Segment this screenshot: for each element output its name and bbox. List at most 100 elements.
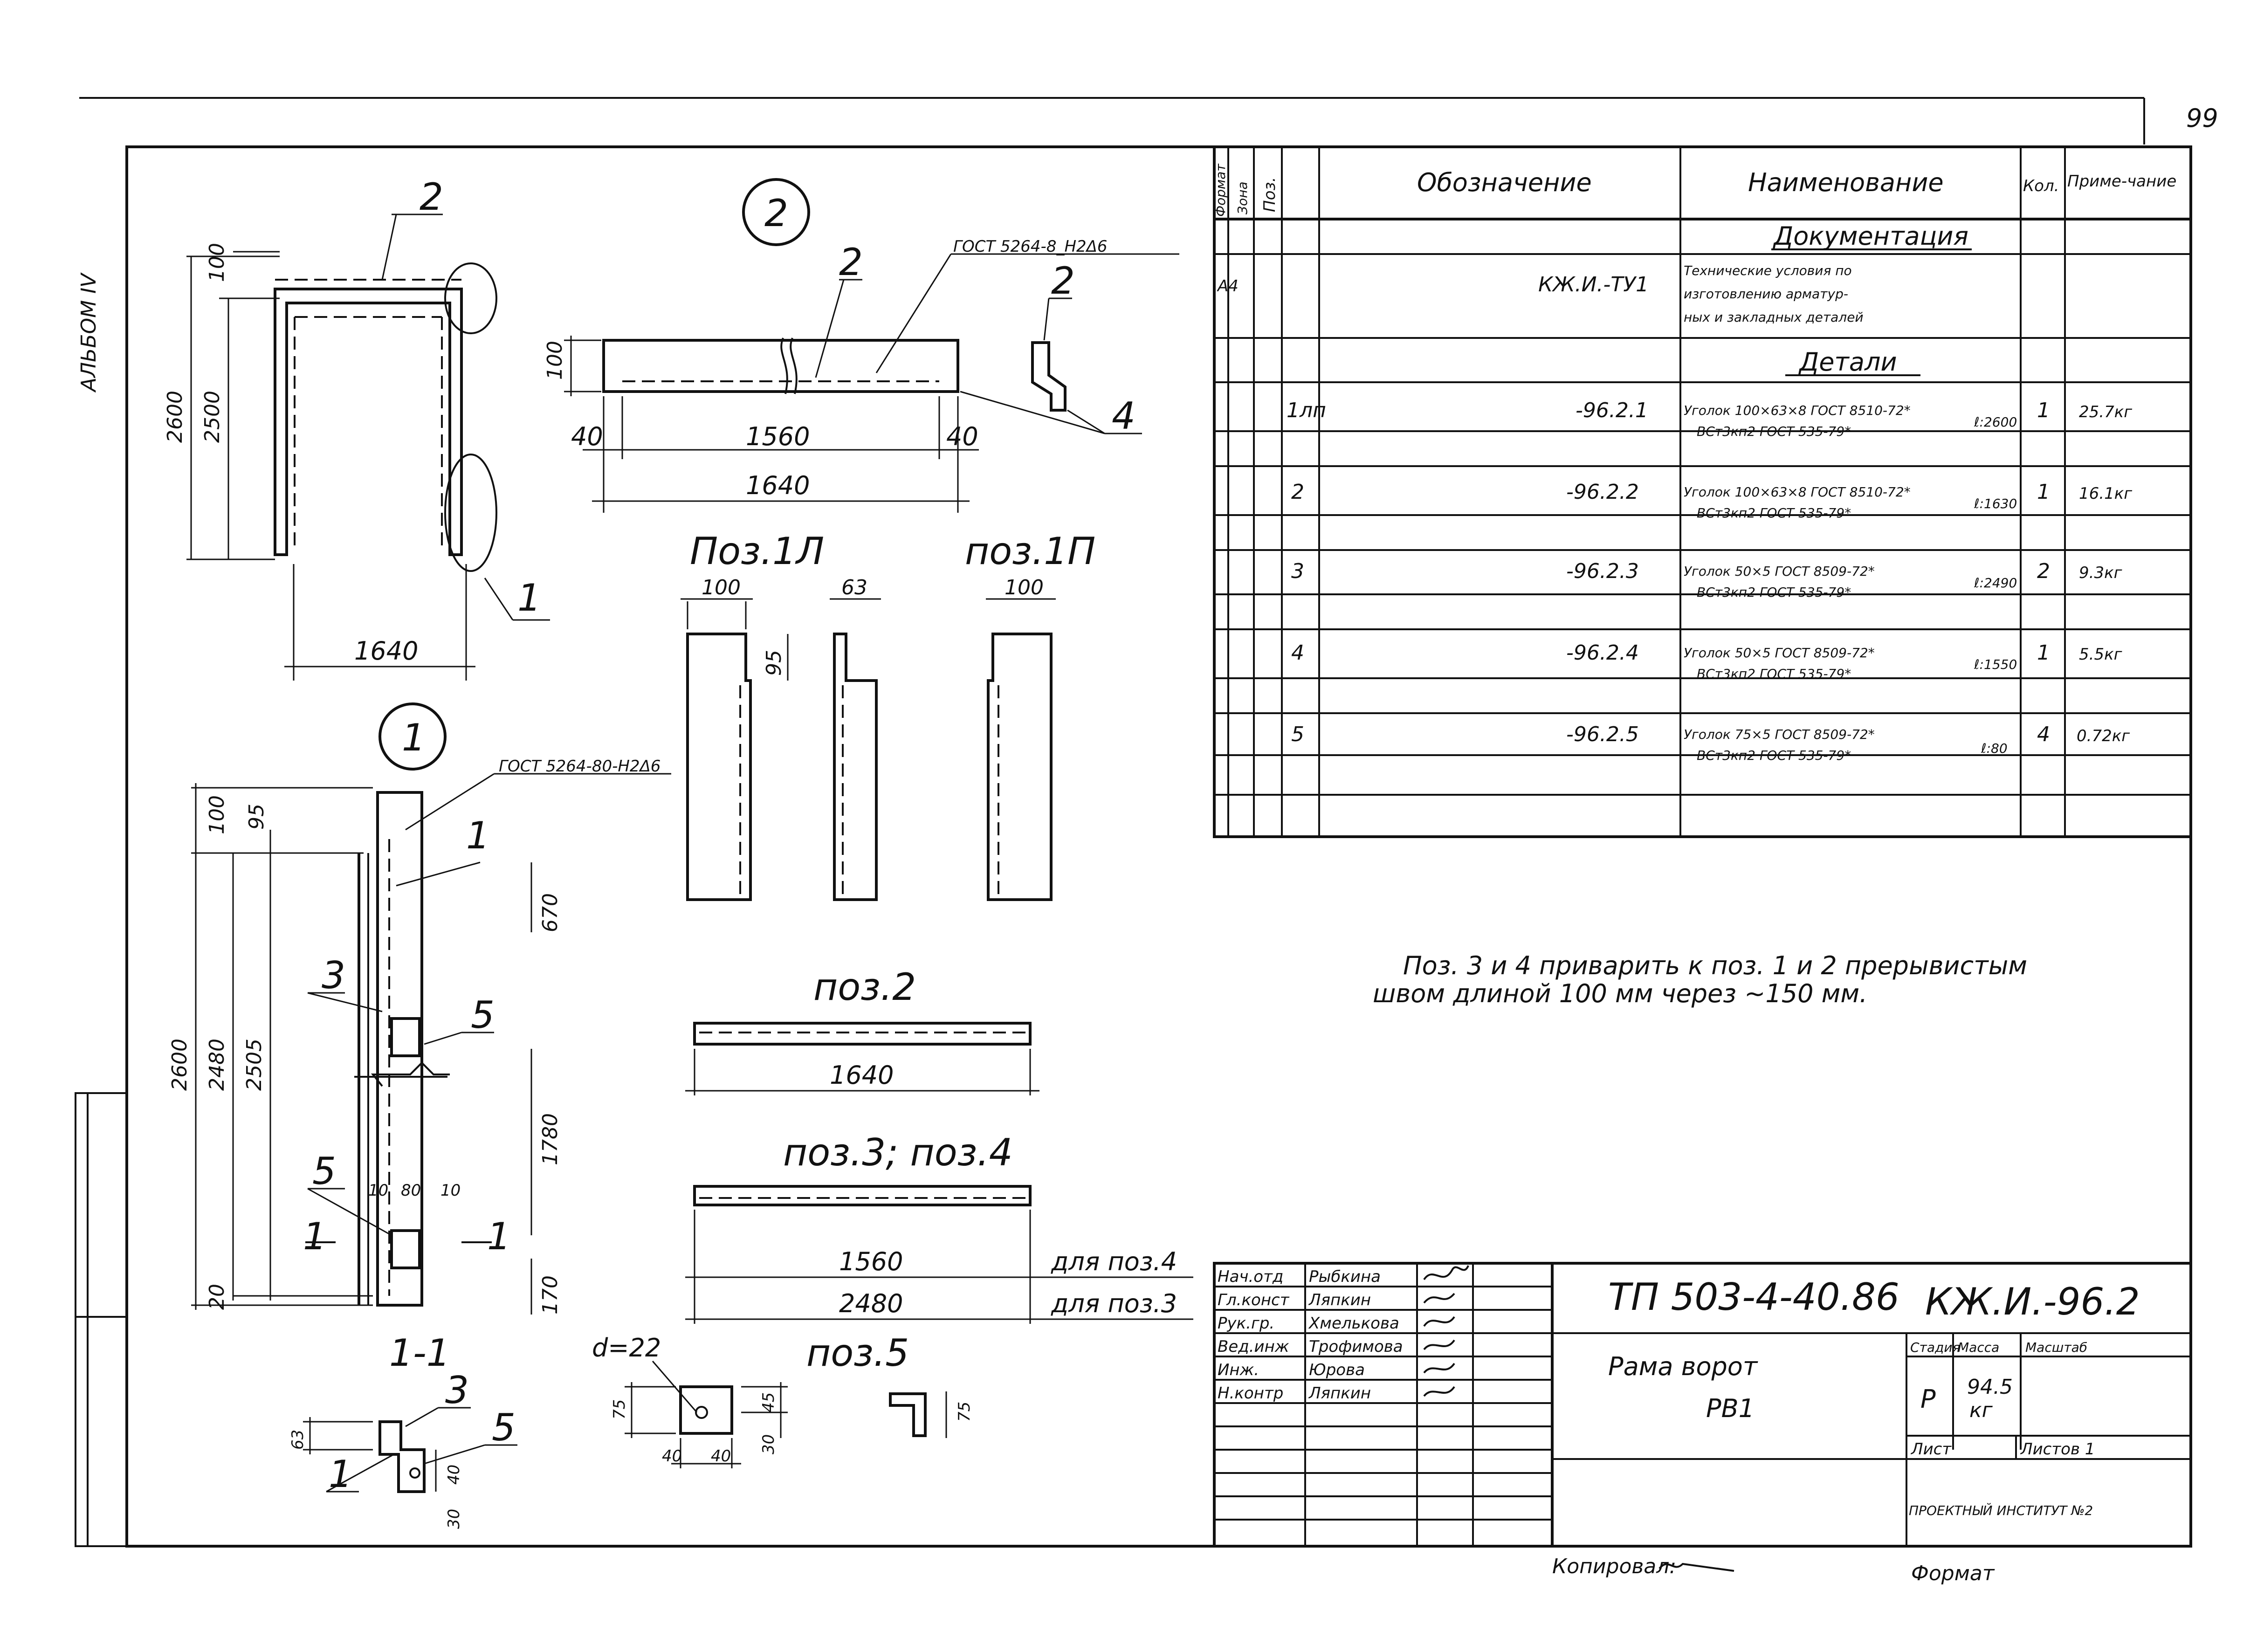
row-5-qty: 4 [2037,723,2050,746]
leader-2b [815,279,845,378]
dim-40-plate-right: 40 [711,1447,731,1466]
role-4: Вед.инж [1218,1337,1289,1356]
dim-2505-side: 2505 [242,1039,266,1091]
role-5: Инж. [1218,1361,1259,1379]
pos-34-bar [693,1185,1032,1206]
tb-doc-code: КЖ.И.-96.2 [1925,1280,2140,1323]
leader-3 [307,992,383,1012]
row-3-name-top: Уголок 50×5 ГОСТ 8509-72* [1684,564,1875,579]
dim-1560-pos34: 1560 [839,1247,903,1276]
row-4-name-top: Уголок 50×5 ГОСТ 8509-72* [1684,645,1875,661]
row-2-length: ℓ:1630 [1974,496,2017,511]
leader-2 [381,214,397,280]
signature-marks [1423,1265,1469,1397]
detail-1-number: 1 [402,716,426,759]
row-1-name-top: Уголок 100×63×8 ГОСТ 8510-72* [1684,403,1911,418]
detail-2: 2 100 1560 40 40 1640 2 ГОСТ 5264-8_Н2Δ6… [543,178,1179,513]
detail-callout-ellipse-top [444,262,497,334]
tb-sheet-label: Лист [1910,1440,1952,1459]
doc-name-line-1: Технические условия по [1684,263,1852,278]
pos-34-label: поз.3; поз.4 [783,1131,1013,1174]
leader-4b [960,391,1105,434]
dim-100-pos1p: 100 [1005,576,1044,599]
dim-1560: 1560 [746,422,810,451]
leader-5 [424,1032,462,1045]
detail-2-profile [1031,341,1067,412]
dim-2600-side: 2600 [168,1039,192,1091]
album-label: АЛЬБОМ IV [77,272,101,393]
note-line-1: Поз. 3 и 4 приварить к поз. 1 и 2 прерыв… [1403,951,2027,980]
plate-5-bottom [390,1229,421,1269]
header-qty: Кол. [2023,177,2059,195]
dim-63-section: 63 [289,1430,307,1450]
row-2-note: 16.1кг [2079,484,2133,503]
callout-5c: 5 [492,1406,516,1449]
header-pos: Поз. [1260,177,1279,212]
name-3: Хмелькова [1308,1314,1399,1333]
drawing-frame [125,145,2192,1548]
doc-name-line-3: ных и закладных деталей [1684,310,1864,325]
row-1-length: ℓ:2600 [1974,414,2017,430]
section-profile [378,1420,426,1493]
row-3-pos: 3 [1291,559,1304,583]
detail-2-circle [742,178,810,246]
leader-2c [1043,298,1050,341]
tb-code: ТП 503-4-40.86 [1608,1275,1899,1319]
dim-95-side: 95 [245,804,268,830]
callout-5b: 5 [312,1150,336,1193]
leader-1 [484,578,514,620]
dim-170: 170 [538,1275,562,1315]
dim-80-plate: 80 [401,1181,421,1200]
row-2-designation: -96.2.2 [1566,480,1639,504]
callout-1c: 1 [329,1452,352,1496]
doc-designation: КЖ.И.-ТУ1 [1538,273,1649,296]
for-pos-4: для поз.4 [1051,1247,1177,1276]
row-2-name-bottom: ВСт3кп2 ГОСТ 535-79* [1697,505,1851,521]
stage-label: Стадия [1910,1340,1960,1355]
dim-40-section: 40 [445,1465,463,1485]
row-4-name-bottom: ВСт3кп2 ГОСТ 535-79* [1697,666,1851,681]
copier-signature [1658,1563,1734,1572]
mass-label: Масса [1958,1340,1999,1355]
dim-30-plate: 30 [759,1434,778,1454]
table-row: 1лп -96.2.1 Уголок 100×63×8 ГОСТ 8510-72… [1287,399,2133,439]
header-note: Приме-чание [2067,172,2176,191]
dim-40-left: 40 [571,422,603,451]
header-name: Наименование [1748,168,1944,197]
side-post [376,791,423,1307]
doc-name-line-2: изготовлению арматур- [1684,286,1848,302]
spec-table: Формат Зона Поз. Обозначение Наименовани… [1213,145,2192,838]
table-row: 3 -96.2.3 Уголок 50×5 ГОСТ 8509-72* ВСт3… [1291,559,2123,600]
dim-10-left: 10 [368,1181,388,1200]
name-1: Рыбкина [1309,1267,1381,1286]
header-format: Формат [1213,164,1228,217]
name-5: Юрова [1309,1361,1365,1379]
role-6: Н.контр [1218,1384,1283,1403]
dim-2480-pos34: 2480 [839,1289,903,1318]
dim-1780: 1780 [538,1113,562,1165]
row-5-pos: 5 [1291,723,1304,746]
name-4: Трофимова [1309,1337,1403,1356]
row-4-qty: 1 [2037,641,2050,665]
pos-1-angle-outline [833,633,878,901]
footer-format: Формат [1911,1562,1995,1585]
role-3: Рук.гр. [1218,1314,1274,1333]
leader-gost-1 [405,773,495,831]
plate-outline [679,1385,733,1435]
dim-10-right: 10 [440,1181,461,1200]
row-3-note: 9.3кг [2079,564,2123,582]
dim-1640-pos2: 1640 [830,1060,894,1090]
dim-63: 63 [841,576,867,599]
dim-40-right: 40 [946,422,978,451]
callout-4: 4 [1112,394,1135,438]
section-hole [409,1467,420,1479]
row-4-note: 5.5кг [2079,645,2123,664]
dim-2480-side: 2480 [205,1039,229,1091]
pos-2-label: поз.2 [813,965,916,1009]
section-mark-left-num: 1 [303,1215,327,1258]
gost-weld-1: ГОСТ 5264-80-Н2Δ6 [499,757,661,776]
pos-5-profile [889,1392,927,1437]
tb-sheets-label: Листов 1 [2020,1440,2095,1459]
dim-2600: 2600 [163,391,187,443]
